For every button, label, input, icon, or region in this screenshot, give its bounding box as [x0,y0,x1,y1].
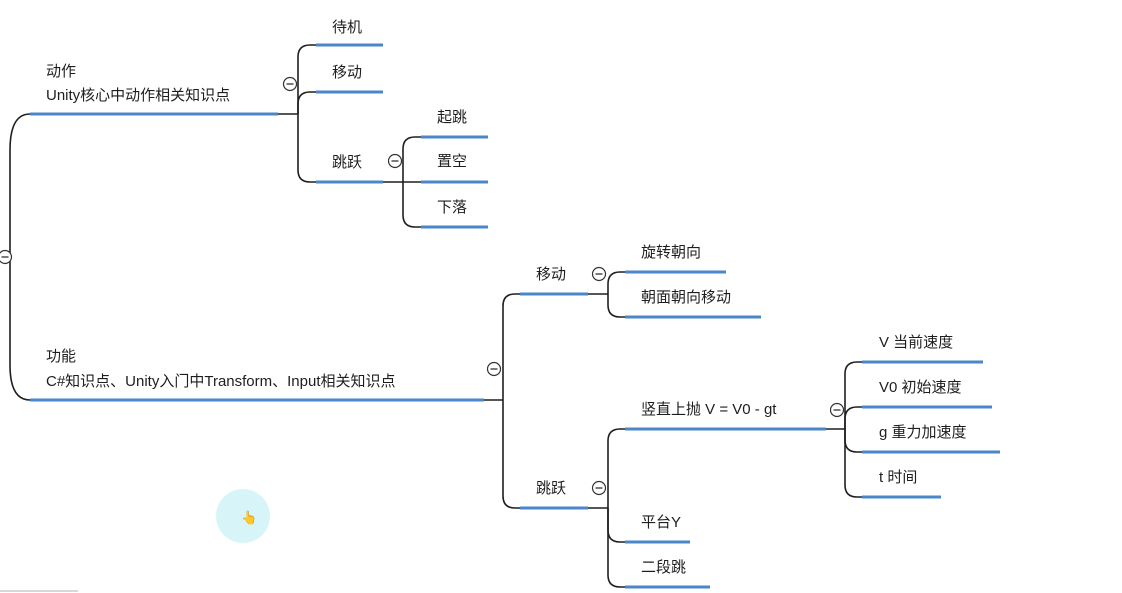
branch-action-link-2 [297,114,316,183]
branch-action-link-0 [297,44,316,114]
node-takeoff[interactable]: 起跳 [437,109,468,126]
node-underlines [30,43,1000,589]
node-double-jump[interactable]: 二段跳 [641,559,687,576]
throw-children-link-1 [844,406,862,429]
branch-function-subtitle[interactable]: C#知识点、Unity入门中Transform、Input相关知识点 [46,373,396,390]
throw-children-link-0 [844,361,862,429]
node-airborne[interactable]: 置空 [437,153,468,170]
node-fall[interactable]: 下落 [437,199,468,216]
node-move-facing[interactable]: 朝面朝向移动 [641,289,732,306]
node-func-move[interactable]: 移动 [536,266,567,283]
branch-function-collapse-toggle[interactable] [486,361,502,377]
jump2-children-link-2 [607,508,625,588]
bottom-edge-bar [0,590,78,592]
cursor-highlight [216,489,270,543]
jump2-children-link-0 [607,428,625,508]
node-gravity[interactable]: g 重力加速度 [879,424,967,441]
node-func-move-collapse-toggle[interactable] [591,266,607,282]
node-vertical-throw-collapse-toggle[interactable] [829,402,845,418]
branch-function-title[interactable]: 功能 [46,348,77,365]
node-vertical-throw[interactable]: 竖直上抛 V = V0 - gt [641,401,777,418]
root-spine [9,113,31,401]
node-rotate-facing[interactable]: 旋转朝向 [641,244,702,261]
node-jump[interactable]: 跳跃 [332,154,363,171]
branch-action-title[interactable]: 动作 [46,63,77,80]
mouse-pointer-icon: 👆 [241,510,258,525]
node-initial-velocity[interactable]: V0 初始速度 [879,379,962,396]
jump2-children-link-1 [607,508,625,543]
root-collapse-toggle[interactable] [0,249,13,265]
branch-function-link-0 [502,293,520,400]
branch-action-collapse-toggle[interactable] [282,76,298,92]
move-children-link-1 [607,294,625,318]
node-func-jump[interactable]: 跳跃 [536,480,567,497]
node-platform-y[interactable]: 平台Y [641,514,682,531]
jump-children-link-0 [402,136,421,182]
node-move[interactable]: 移动 [332,64,363,81]
node-idle[interactable]: 待机 [332,19,363,36]
jump-children-link-2 [402,182,421,228]
branch-action-subtitle[interactable]: Unity核心中动作相关知识点 [46,87,231,104]
branch-action-link-1 [297,91,316,114]
collapse-toggles[interactable] [0,76,845,496]
branch-function-link-1 [502,400,520,509]
move-children-link-0 [607,271,625,294]
throw-children-link-3 [844,429,862,498]
connector-lines [9,44,862,588]
throw-children-link-2 [844,429,862,453]
node-time[interactable]: t 时间 [879,469,918,486]
node-jump-collapse-toggle[interactable] [387,153,403,169]
node-func-jump-collapse-toggle[interactable] [591,480,607,496]
node-current-velocity[interactable]: V 当前速度 [879,334,954,351]
